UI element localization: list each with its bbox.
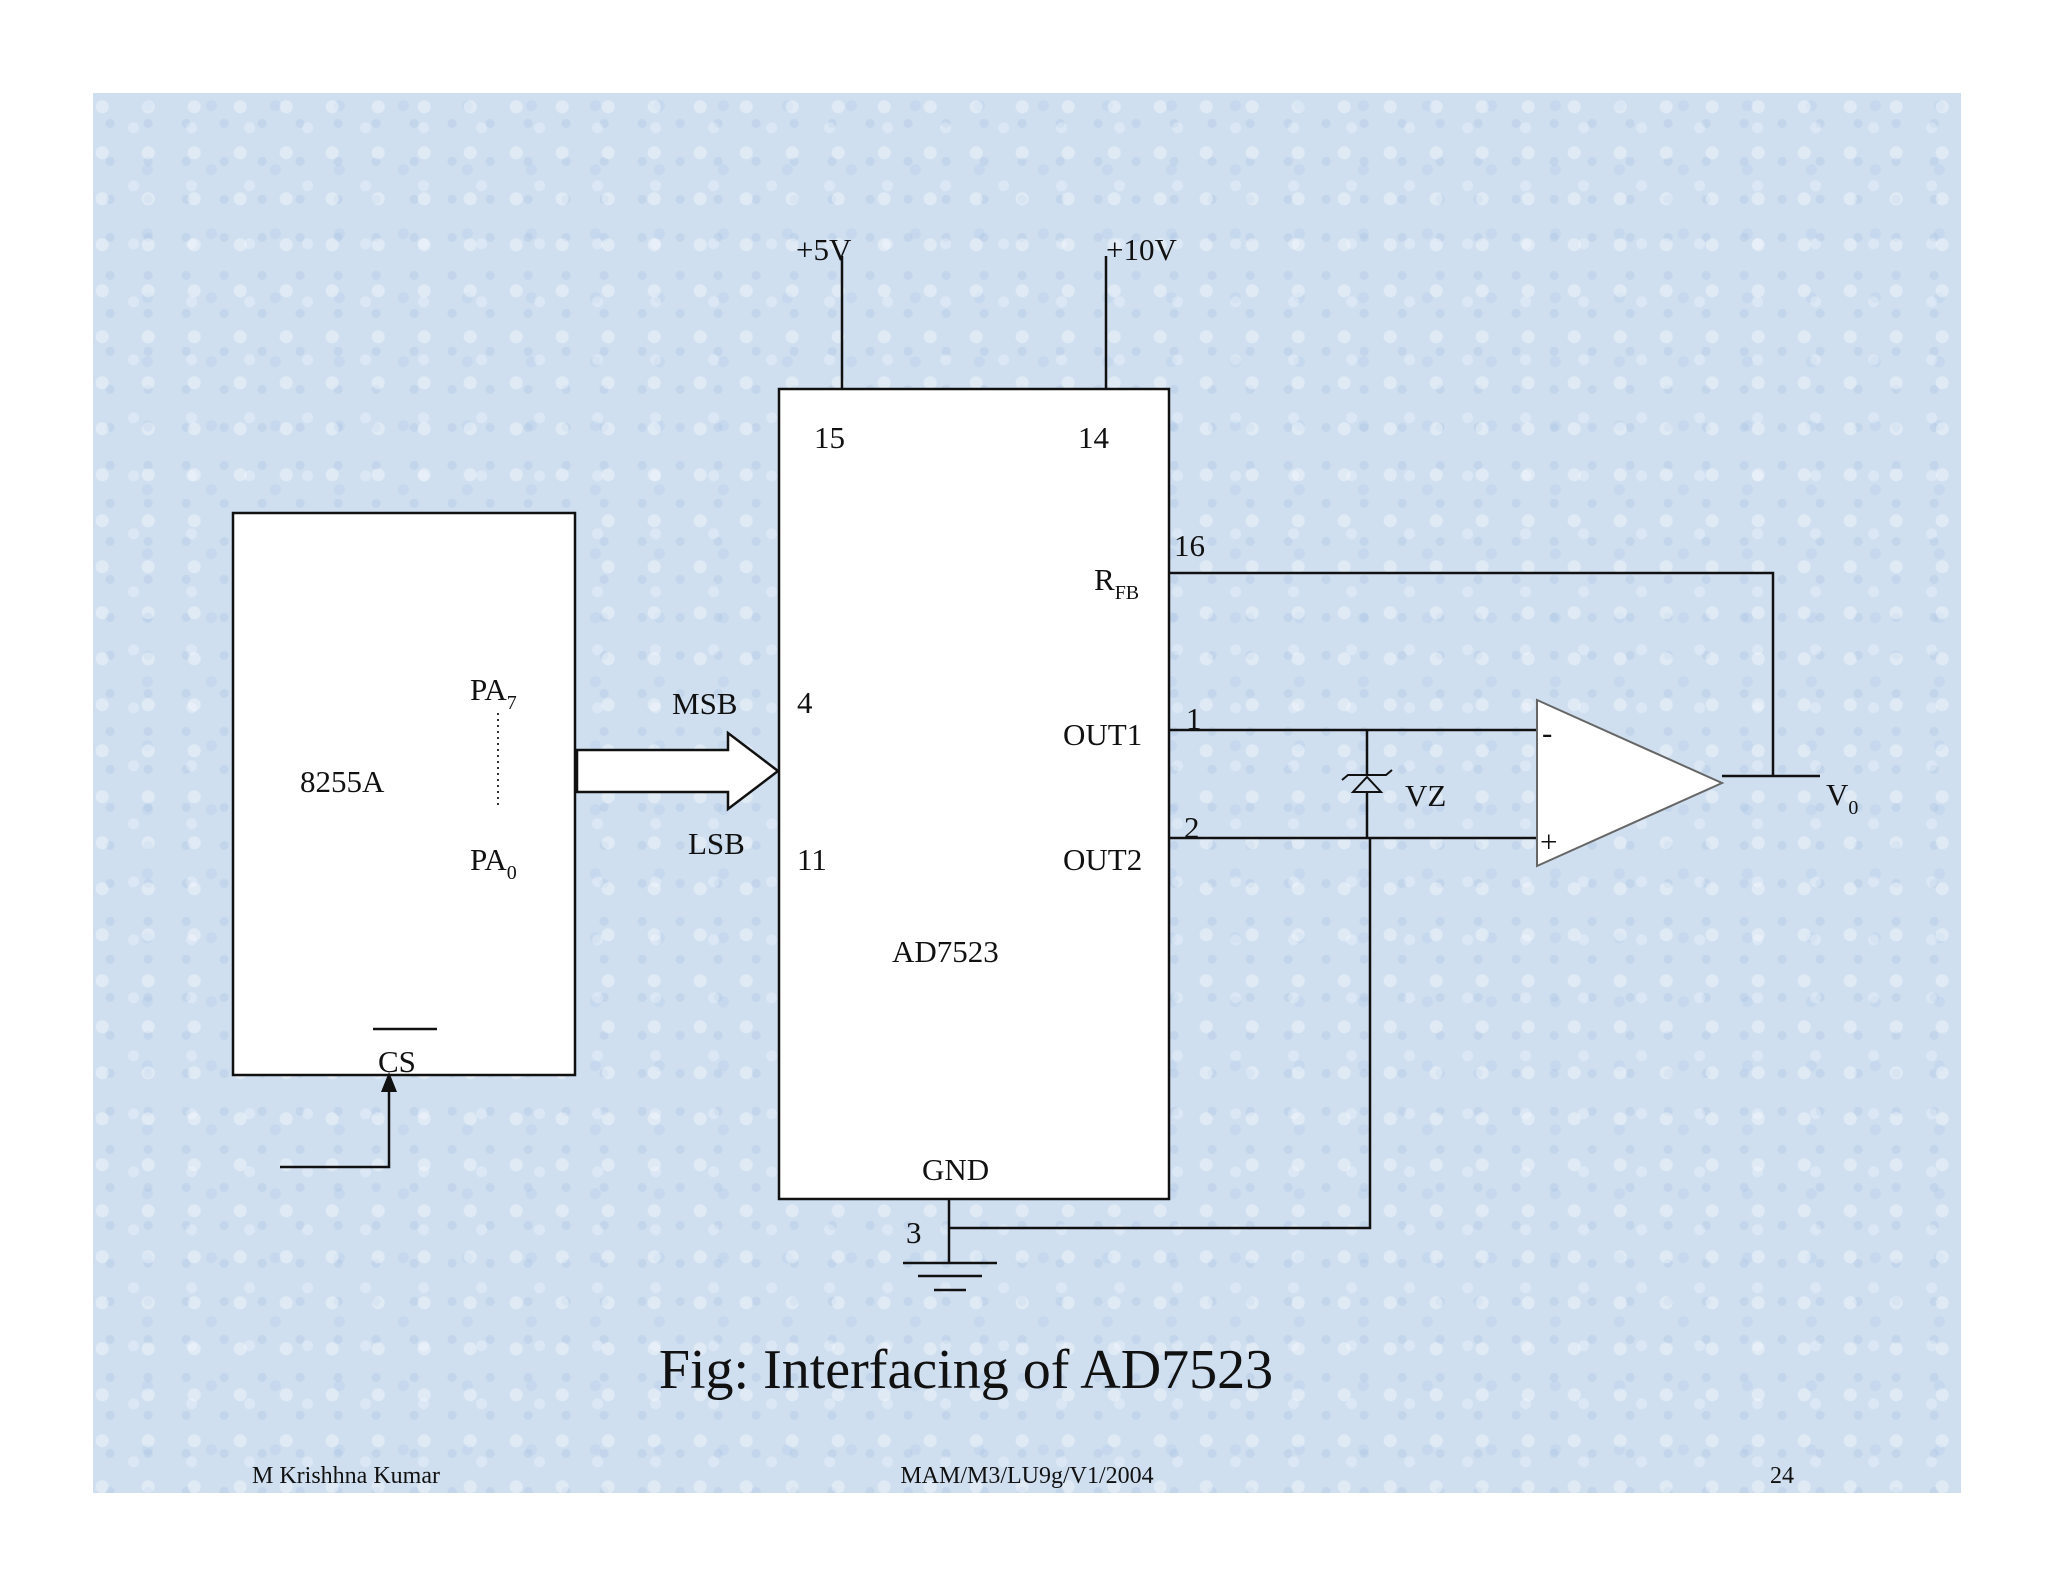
pin3-label: 3 — [906, 1215, 922, 1250]
msb-label: MSB — [672, 686, 737, 721]
opamp-minus-label: - — [1542, 715, 1552, 750]
gnd-label: GND — [922, 1152, 989, 1187]
dac-name: AD7523 — [892, 934, 999, 969]
ppi-8255a-block — [231, 511, 577, 1077]
pin2-label: 2 — [1184, 810, 1200, 845]
rfb-label: RFB — [1094, 562, 1139, 604]
rfb-feedback-wire — [1169, 571, 1775, 776]
pin15-label: 15 — [814, 420, 845, 455]
lsb-label: LSB — [688, 826, 745, 861]
footer-code: MAM/M3/LU9g/V1/2004 — [900, 1463, 1153, 1489]
out1-label: OUT1 — [1063, 717, 1142, 752]
pin4-label: 4 — [797, 685, 813, 720]
cs-label: CS — [378, 1044, 416, 1079]
supply-10v-label: +10V — [1106, 232, 1177, 267]
zener-diode-body — [1350, 775, 1384, 793]
pin16-label: 16 — [1174, 528, 1205, 563]
zener-diode-bar — [1341, 769, 1393, 781]
figure-caption: Fig: Interfacing of AD7523 — [659, 1339, 1273, 1401]
footer-page-number: 24 — [1770, 1463, 1794, 1489]
zener-label: VZ — [1405, 778, 1446, 813]
opamp-plus-label: + — [1540, 824, 1557, 859]
vout-label: V0 — [1826, 777, 1858, 819]
ppi-name: 8255A — [300, 764, 385, 799]
footer-author: M Krishhna Kumar — [252, 1463, 440, 1489]
data-bus-arrow — [575, 730, 781, 812]
pin14-label: 14 — [1078, 420, 1110, 455]
dac-ad7523-block — [777, 387, 1171, 1201]
pa0-label: PA0 — [470, 842, 517, 884]
out2-label: OUT2 — [1063, 842, 1142, 877]
pa7-label: PA7 — [470, 672, 517, 714]
cs-arrowhead — [381, 1072, 397, 1092]
cs-input-wire — [280, 1082, 391, 1169]
pin11-label: 11 — [797, 842, 827, 877]
pin1-label: 1 — [1186, 701, 1202, 736]
supply-5v-label: +5V — [796, 232, 852, 267]
ground-return-wire — [949, 838, 1372, 1230]
opamp-triangle — [1536, 698, 1725, 868]
